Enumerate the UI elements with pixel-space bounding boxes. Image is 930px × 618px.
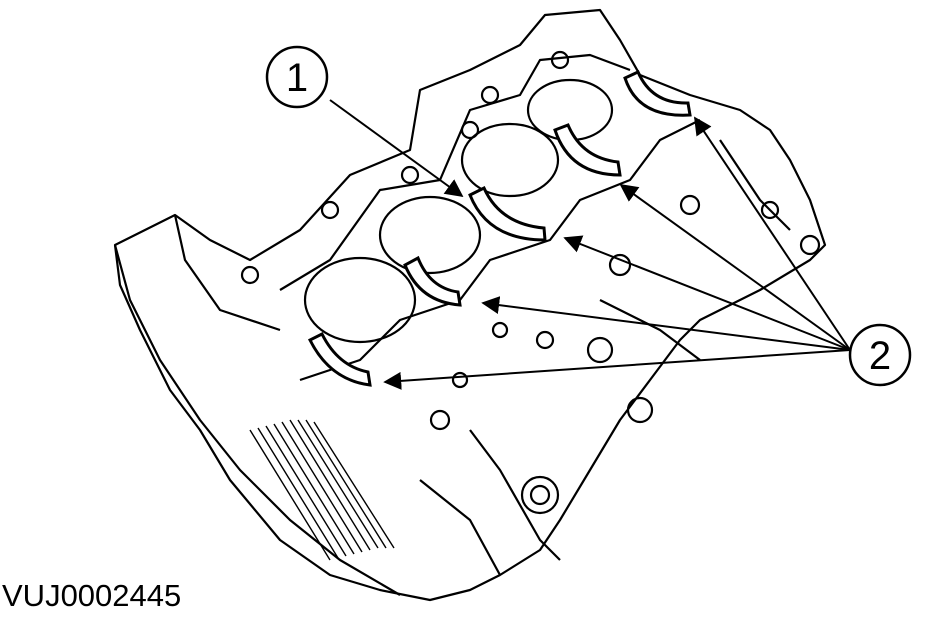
engine-block-outline (113, 8, 827, 602)
callout-2-label: 2 (869, 334, 891, 378)
figure-id: VUJ0002445 (2, 578, 182, 613)
callout-2: 2 (848, 323, 912, 387)
callout-1-label: 1 (286, 56, 308, 100)
leader-lines (329, 99, 851, 390)
leader-item-2-c (563, 235, 851, 351)
leader-item-2-a (383, 349, 851, 390)
leader-item-2-b (481, 296, 851, 351)
leader-item-2-e (694, 116, 851, 351)
leader-item-2-d (619, 183, 851, 351)
callout-1: 1 (265, 45, 329, 109)
leader-item-1 (329, 99, 464, 198)
bearing-shells (307, 69, 692, 387)
